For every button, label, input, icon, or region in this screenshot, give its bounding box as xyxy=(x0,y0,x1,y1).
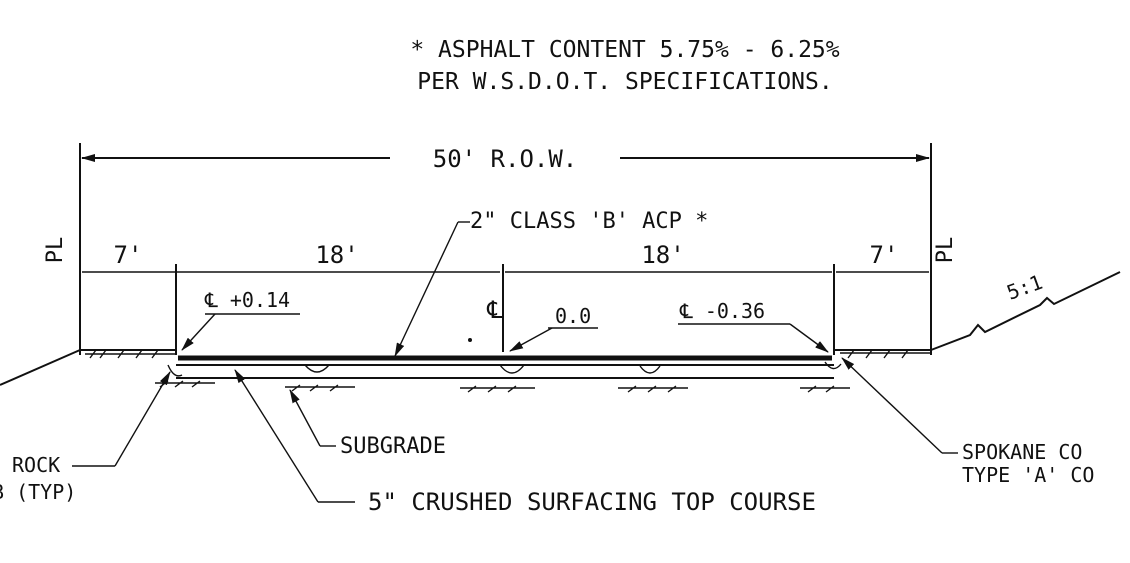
asphalt-note-line2: PER W.S.D.O.T. SPECIFICATIONS. xyxy=(417,69,832,95)
center-elevation: 0.0 xyxy=(555,304,591,328)
slope-label: 5:1 xyxy=(1004,270,1046,305)
subgrade-label: SUBGRADE xyxy=(340,434,446,459)
left-elevation-leader xyxy=(181,313,216,351)
row-dimension-label: 50' R.O.W. xyxy=(433,145,578,173)
crushed-leader xyxy=(234,369,319,503)
acp-label: 2" CLASS 'B' ACP * xyxy=(470,209,708,234)
spokane-leader xyxy=(841,357,943,454)
left-elevation: ℄ +0.14 xyxy=(204,288,290,312)
rock-sub-label: B (TYP) xyxy=(0,480,76,504)
subgrade-leader xyxy=(289,389,321,447)
rock-leader xyxy=(114,371,171,467)
right-elevation-leader xyxy=(789,323,829,353)
left-ground-line xyxy=(0,349,81,386)
right-shoulder-dimension: 7' xyxy=(870,241,899,269)
right-property-line-symbol: PL xyxy=(933,237,958,264)
right-elevation: ℄ -0.36 xyxy=(679,299,765,323)
spokane-label-line1: SPOKANE CO xyxy=(962,440,1082,464)
left-lane-dimension: 18' xyxy=(315,241,358,269)
pavement-section xyxy=(167,355,842,379)
right-slope-line xyxy=(930,271,1121,351)
center-elevation-leader xyxy=(509,327,553,352)
centerline-symbol: ℄ xyxy=(486,296,503,324)
right-lane-dimension: 18' xyxy=(641,241,684,269)
asphalt-note-line1: * ASPHALT CONTENT 5.75% - 6.25% xyxy=(410,37,839,63)
left-shoulder-dimension: 7' xyxy=(114,241,143,269)
crushed-surfacing-label: 5" CRUSHED SURFACING TOP COURSE xyxy=(368,488,816,516)
soil-hatching xyxy=(85,349,930,393)
rock-label: ROCK xyxy=(12,453,60,477)
speck xyxy=(468,338,472,342)
acp-leader xyxy=(394,221,459,357)
spokane-label-line2: TYPE 'A' CO xyxy=(962,463,1094,487)
left-property-line-symbol: PL xyxy=(43,237,68,264)
